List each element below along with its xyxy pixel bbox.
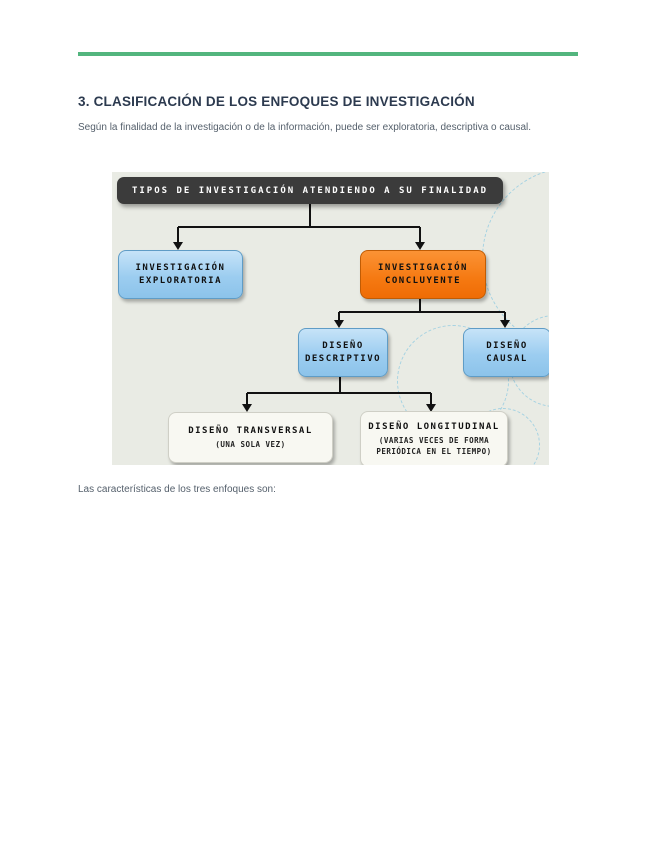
node-diseno-causal: Diseño causal <box>463 328 549 377</box>
node-label: Diseño longitudinal <box>368 422 500 432</box>
divider-rule <box>78 52 578 56</box>
node-note: (varias veces de forma periódica en el t… <box>376 436 492 456</box>
node-label: Investigación exploratoria <box>135 262 226 286</box>
page-title: 3. CLASIFICACIÓN DE LOS ENFOQUES DE INVE… <box>78 94 475 109</box>
diagram-title: Tipos de investigación atendiendo a su f… <box>131 185 489 196</box>
node-diseno-transversal: Diseño transversal (una sola vez) <box>168 412 333 463</box>
node-label: Investigación concluyente <box>378 262 468 286</box>
node-label: Diseño transversal <box>188 426 313 436</box>
node-investigacion-exploratoria: Investigación exploratoria <box>118 250 243 299</box>
closing-paragraph: Las características de los tres enfoques… <box>78 484 276 495</box>
node-diseno-longitudinal: Diseño longitudinal (varias veces de for… <box>360 411 508 465</box>
intro-paragraph: Según la finalidad de la investigación o… <box>78 122 532 133</box>
node-investigacion-concluyente: Investigación concluyente <box>360 250 486 299</box>
diagram-title-box: Tipos de investigación atendiendo a su f… <box>117 177 503 204</box>
node-label: Diseño causal <box>486 340 528 364</box>
classification-diagram: Tipos de investigación atendiendo a su f… <box>112 172 549 465</box>
node-note: (una sola vez) <box>215 440 286 449</box>
node-diseno-descriptivo: Diseño descriptivo <box>298 328 388 377</box>
node-label: Diseño descriptivo <box>304 340 382 364</box>
